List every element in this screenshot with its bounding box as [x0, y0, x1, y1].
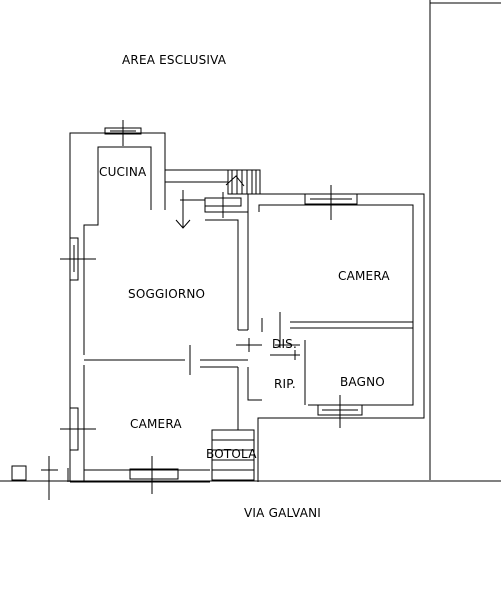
label-dis: DIS.: [272, 337, 297, 351]
outside-marks: [11, 456, 69, 500]
label-street: VIA GALVANI: [244, 506, 321, 520]
label-rip: RIP.: [274, 377, 296, 391]
label-cucina: CUCINA: [99, 165, 147, 179]
door-marks: [236, 338, 300, 352]
botola-steps: [211, 429, 255, 481]
label-bagno: BAGNO: [340, 375, 385, 389]
label-area-esclusiva: AREA ESCLUSIVA: [122, 53, 227, 67]
interior-walls: [84, 199, 413, 430]
label-soggiorno: SOGGIORNO: [128, 287, 205, 301]
stairs: [225, 169, 261, 195]
neighbour-building: [429, 0, 501, 480]
label-camera-top: CAMERA: [338, 269, 390, 283]
label-botola: BOTOLA: [206, 447, 257, 461]
label-camera-bottom: CAMERA: [130, 417, 182, 431]
outer-walls: [69, 132, 425, 483]
windows: [60, 120, 363, 494]
entry-arrow-icon: [175, 190, 191, 229]
